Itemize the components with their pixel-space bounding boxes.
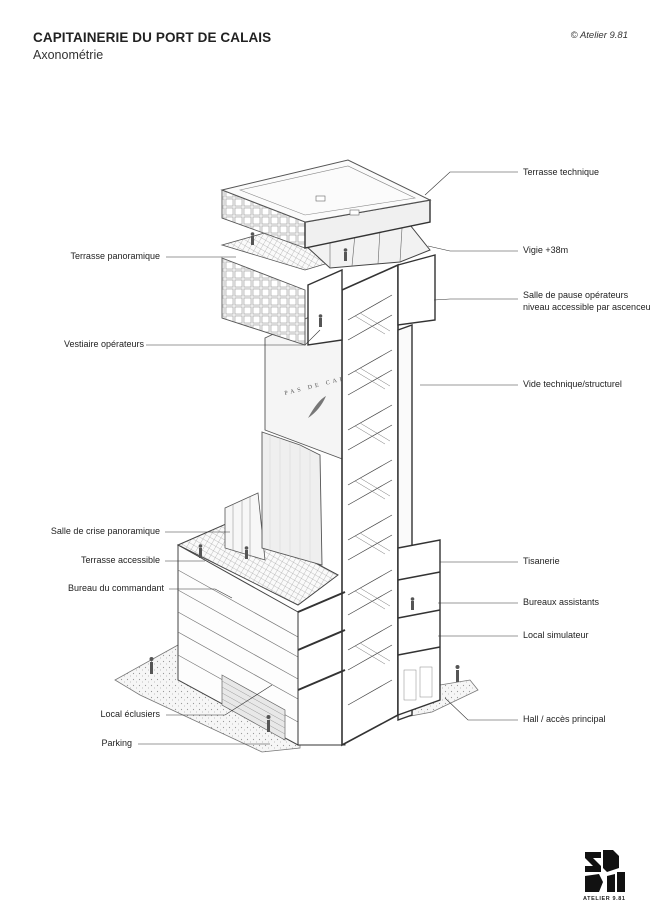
human-figures [149, 232, 460, 732]
right-annex [397, 539, 441, 716]
mid-cladding-texture [269, 435, 311, 562]
label-salle-de-pause: Salle de pause opérateurs [523, 290, 629, 300]
crisis-room-box [224, 492, 266, 561]
roof-terrace-technique [220, 159, 432, 223]
label-vestiaire-operateurs: Vestiaire opérateurs [63, 339, 144, 349]
panoramic-grid-facade [221, 257, 306, 346]
crisis-room-mullions [232, 497, 251, 557]
lower-stair-mass [297, 591, 346, 746]
label-bureau-commandant: Bureau du commandant [67, 583, 164, 593]
roof-hatch [349, 209, 360, 216]
page-subtitle: Axonométrie [33, 48, 104, 62]
page-title: CAPITAINERIE DU PORT DE CALAIS [33, 30, 272, 45]
main-floor-slabs [297, 591, 346, 691]
label-vigie: Vigie +38m [523, 245, 569, 255]
label-terrasse-technique: Terrasse technique [523, 167, 600, 177]
leader-lines [138, 171, 518, 745]
pause-level-right [397, 254, 436, 326]
label-hall: Hall / accès principal [523, 714, 606, 724]
stair-flights [347, 294, 393, 706]
hall-doors [403, 666, 433, 701]
parking-door-slats [221, 680, 286, 735]
mid-cladding [261, 431, 323, 566]
roof-inner [238, 165, 417, 216]
facade-graphic [308, 396, 326, 418]
pause-level [307, 268, 343, 346]
label-salle-de-pause-note: niveau accessible par ascenceur [523, 302, 650, 312]
label-local-simulateur: Local simulateur [523, 630, 589, 640]
logo-text: ATELIER 9.81 [583, 896, 626, 902]
label-salle-de-crise: Salle de crise panoramique [50, 526, 160, 536]
label-parking: Parking [101, 738, 132, 748]
annex-floor-slabs [397, 571, 441, 656]
stair-core [341, 263, 399, 747]
label-terrasse-accessible: Terrasse accessible [80, 555, 160, 565]
stair-treads [354, 312, 391, 665]
label-vide-technique: Vide technique/structurel [523, 379, 622, 389]
label-bureaux-assistants: Bureaux assistants [523, 597, 600, 607]
vigie-mullions [329, 227, 403, 268]
roof-hatch [315, 195, 326, 202]
label-local-eclusiers: Local éclusiers [100, 709, 160, 719]
label-terrasse-panoramique: Terrasse panoramique [70, 251, 160, 261]
terrace-deck [176, 519, 339, 606]
copyright-notice: © Atelier 9.81 [570, 30, 628, 41]
atelier-logo-icon [585, 850, 625, 892]
label-tisanerie: Tisanerie [523, 556, 560, 566]
